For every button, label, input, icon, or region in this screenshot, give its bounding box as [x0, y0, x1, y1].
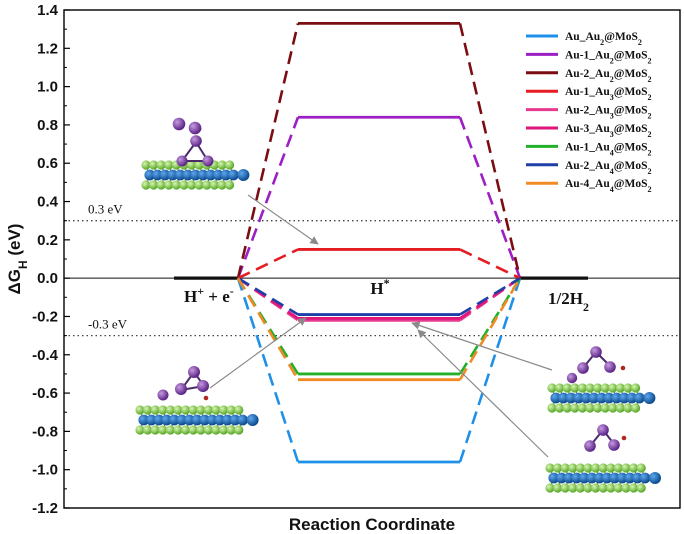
state-label: H*: [370, 276, 389, 298]
series-connector: [236, 277, 300, 381]
series-connector: [458, 277, 522, 381]
legend-entry: Au-2_Au2@MoS2: [565, 68, 652, 84]
pointer-arrow: [417, 329, 549, 458]
state-label: 1/2H2: [548, 289, 589, 314]
pointer-arrow: [411, 321, 553, 371]
y-tick-label: 0.8: [37, 117, 58, 134]
y-tick-label: 0.6: [37, 155, 58, 172]
y-axis-title: ΔGH (eV): [5, 224, 30, 295]
y-tick-label: -0.6: [32, 385, 58, 402]
reference-label: 0.3 eV: [88, 202, 123, 217]
legend-entry: Au-1_Au2@MoS2: [565, 49, 652, 65]
legend-entry: Au-1_Au3@MoS2: [565, 86, 652, 102]
series-connector: [236, 23, 300, 279]
axes: -1.2 -1.0 -0.8 -0.6 -0.4 -0.2 0.0 0.2 0.4 0.6 0.8 1…: [32, 2, 681, 517]
legend: Au_Au2@MoS2Au-1_Au2@MoS2Au-2_Au2@MoS2Au-…: [526, 31, 652, 194]
y-tick-label: 1.2: [37, 40, 58, 57]
pointer-arrow: [209, 317, 307, 389]
y-tick-label: -0.8: [32, 423, 58, 440]
series-connector: [236, 116, 300, 279]
x-axis-title: Reaction Coordinate: [289, 515, 455, 534]
y-tick-label: 0.0: [37, 270, 58, 287]
series-connector: [458, 116, 522, 279]
reference-label: -0.3 eV: [88, 317, 128, 332]
series-connector: [459, 248, 521, 280]
series-connector: [237, 277, 299, 316]
legend-entry: Au-2_Au4@MoS2: [565, 160, 652, 176]
pointer-arrow: [247, 194, 319, 245]
energy-profiles: [236, 22, 522, 464]
reference-lines: [64, 220, 680, 337]
series-connector: [458, 23, 522, 279]
y-tick-label: -0.4: [32, 347, 59, 364]
state-label: H+ + e-: [184, 284, 234, 306]
series-connector: [237, 248, 299, 280]
y-tick-label: -1.0: [32, 462, 58, 479]
series-connector: [236, 277, 300, 463]
y-tick-label: -1.2: [32, 500, 58, 517]
y-tick-label: 0.4: [37, 194, 59, 211]
legend-entry: Au_Au2@MoS2: [565, 31, 642, 47]
structure-illustrations: [135, 117, 661, 493]
legend-entry: Au-4_Au4@MoS2: [565, 178, 652, 194]
series-connector: [459, 277, 521, 320]
legend-entry: Au-3_Au3@MoS2: [565, 123, 652, 139]
series-connector: [459, 277, 521, 316]
series-connector: [458, 277, 522, 463]
legend-entry: Au-1_Au4@MoS2: [565, 141, 652, 157]
series-connector: [236, 277, 300, 375]
y-tick-label: 0.2: [37, 232, 58, 249]
y-tick-label: 1.4: [37, 2, 59, 19]
y-tick-label: 1.0: [37, 79, 58, 96]
chart-labels: 0.3 eV -0.3 eV Reaction Coordinate ΔGH (eV)…: [5, 202, 589, 534]
legend-entry: Au-2_Au3@MoS2: [565, 105, 652, 121]
y-tick-label: -0.2: [32, 308, 58, 325]
